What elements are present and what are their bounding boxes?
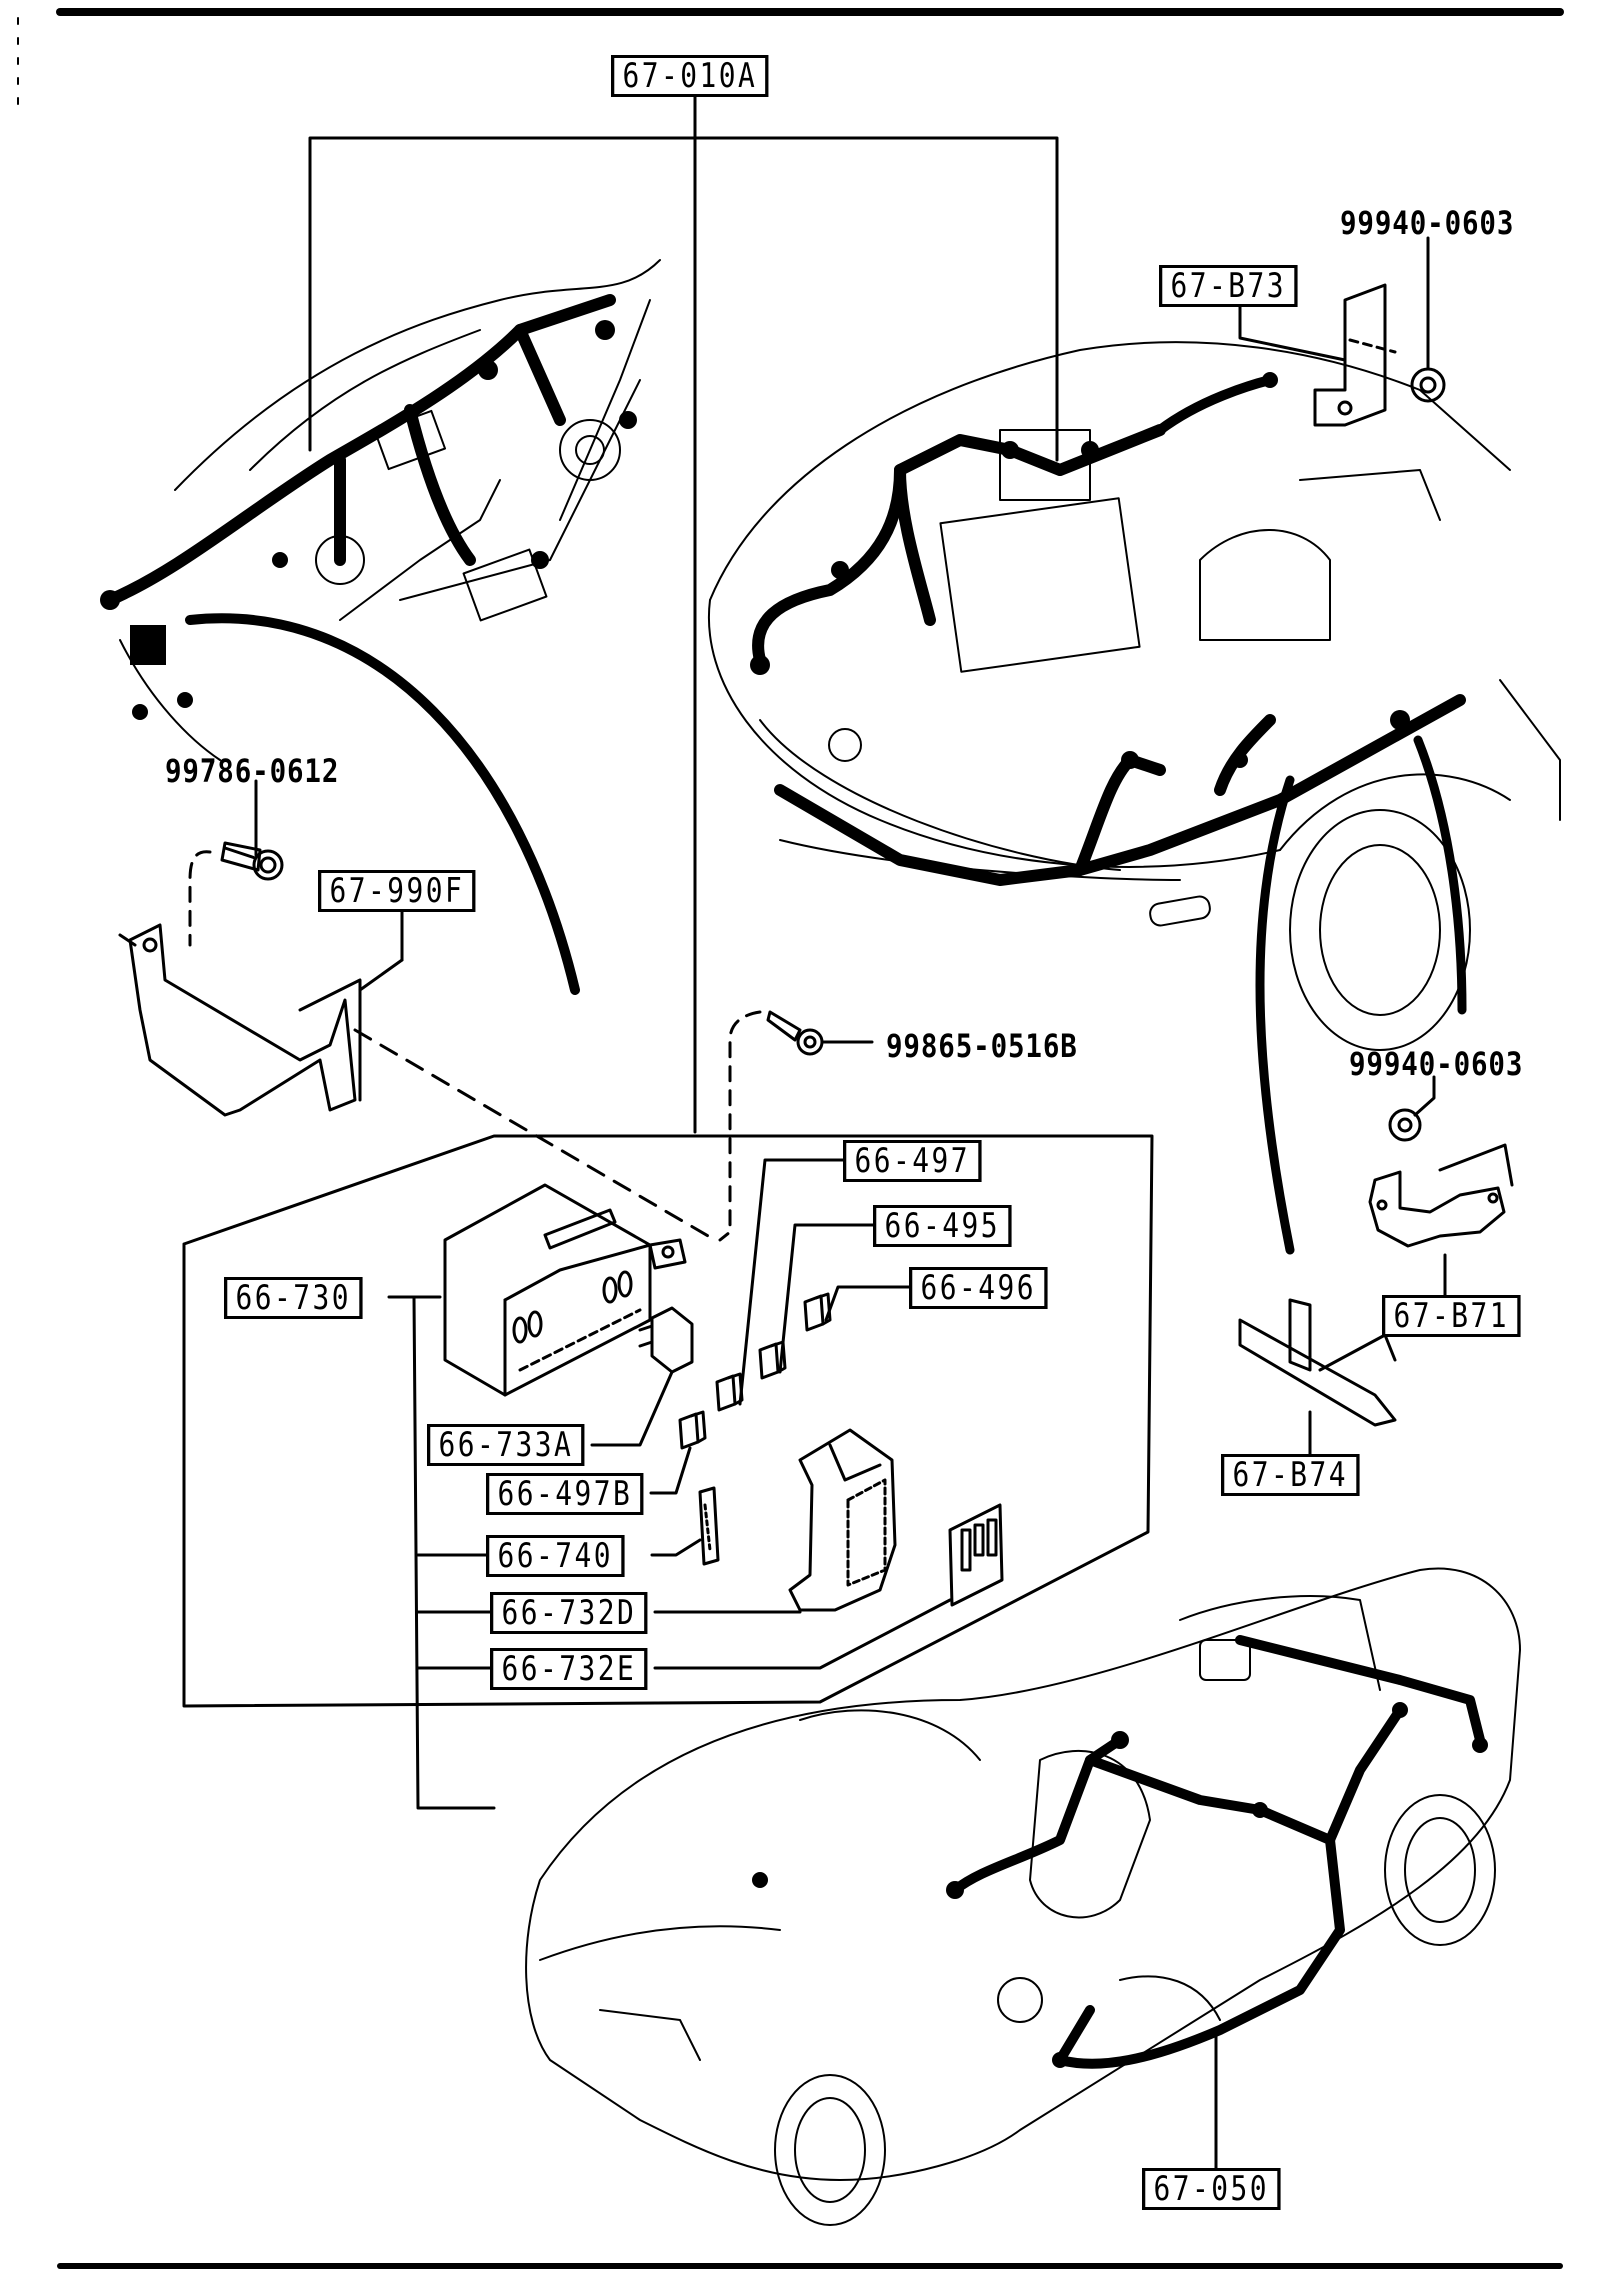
callout-66-497B[interactable]: 66-497B [486,1473,644,1515]
engine-bay-connectors [750,372,1410,769]
nut-99940-0603-right-drawing [1388,1108,1422,1142]
label-card-66-732E-drawing [948,1503,1004,1607]
callout-66-495[interactable]: 66-495 [873,1205,1012,1247]
callout-66-732E[interactable]: 66-732E [490,1648,648,1690]
fuse-block-body-drawing [443,1183,687,1397]
bolt-dashed-path [188,850,212,947]
partnum-99865-0516B[interactable]: 99865-0516B [886,1027,1078,1065]
callout-66-732D[interactable]: 66-732D [490,1592,648,1634]
callout-67-010A[interactable]: 67-010A [611,55,769,97]
bracket-dashed-path [353,1028,717,1242]
engine-bay-illustration [707,341,1561,1051]
callout-66-730[interactable]: 66-730 [224,1277,363,1319]
dashboard-harness-illustration [119,259,661,761]
engine-harness-tail-right [1413,735,1467,1015]
rear-harness-connectors [752,1702,1488,2068]
cover-66-732D-drawing [788,1428,897,1612]
callout-67-B73[interactable]: 67-B73 [1159,265,1298,307]
engine-harness-tail-left [1255,775,1295,1255]
fuse-block-frame [182,1134,1154,1708]
fuse-block-leaders [387,1158,952,1810]
partnum-99940-0603-top[interactable]: 99940-0603 [1340,204,1515,242]
rear-harness [950,1635,1485,2069]
callout-66-496[interactable]: 66-496 [909,1267,1048,1309]
fuse-66-497B-drawing [678,1410,707,1450]
callout-67-990F[interactable]: 67-990F [318,870,476,912]
dashboard-harness-tail [185,613,580,995]
bracket-67-B71-drawing [1368,1143,1514,1248]
callout-66-733A[interactable]: 66-733A [427,1424,585,1466]
callout-67-B74[interactable]: 67-B74 [1221,1454,1360,1496]
callout-66-740[interactable]: 66-740 [486,1535,625,1577]
partnum-99786-0612[interactable]: 99786-0612 [165,752,340,790]
bracket-67-990F-drawing [118,923,362,1117]
leader-67-B73 [1238,304,1347,362]
callout-66-497[interactable]: 66-497 [843,1140,982,1182]
bolt-99786-0612-drawing [220,841,284,881]
screw-dashed-path [718,1010,762,1242]
callout-67-050[interactable]: 67-050 [1142,2168,1281,2210]
bracket-67-B74-drawing [1238,1298,1397,1427]
callout-67-B71[interactable]: 67-B71 [1382,1295,1521,1337]
relay-66-733A-drawing [638,1306,694,1374]
engine-bay-harness [752,375,1466,886]
partnum-99940-0603-right[interactable]: 99940-0603 [1349,1045,1524,1083]
bracket-67-B73-drawing [1313,283,1397,427]
dashboard-main-harness [104,294,616,606]
fuse-66-497-drawing [715,1372,744,1412]
fuse-puller-66-740-drawing [698,1486,720,1566]
leader-67-010A [308,91,1059,1134]
car-body-illustration [525,1567,1521,2226]
leader-99940-0603-right [1413,1075,1436,1117]
screw-99865-0516B-drawing [766,1010,874,1056]
fuse-66-496-drawing [803,1292,832,1332]
dashboard-connectors [100,320,637,720]
